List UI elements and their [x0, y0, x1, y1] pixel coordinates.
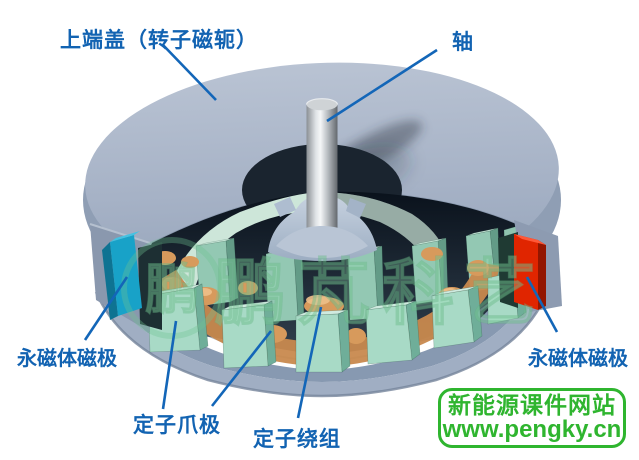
leader-shaft [326, 48, 438, 123]
right-magnet-face [514, 234, 538, 310]
left-magnet-face [110, 235, 142, 316]
svg-text:鹏: 鹏 [214, 254, 286, 334]
site-badge-name: 新能源课件网站 [448, 392, 616, 418]
leader-lines [83, 44, 559, 419]
leader-top-cover [162, 44, 217, 101]
leader-claw-b [210, 330, 273, 407]
label-shaft: 轴 [452, 31, 474, 54]
right-permanent-magnet [514, 234, 546, 310]
label-top-cover: 上端盖（转子磁轭） [60, 29, 258, 52]
base-rim [96, 280, 548, 396]
site-badge-url: www.pengky.cn [442, 415, 622, 443]
watermark: 鹏 鹏 芃 科 艺 [121, 237, 537, 339]
leader-right-magnet [525, 276, 559, 333]
leader-claw-a [161, 320, 178, 410]
left-permanent-magnet [102, 231, 142, 320]
watermark-logo-circle [121, 237, 223, 339]
svg-text:科: 科 [382, 254, 454, 334]
site-badge: 新能源课件网站 www.pengky.cn [438, 388, 626, 448]
leader-winding [296, 306, 323, 419]
label-left-magnet: 永磁体磁极 [17, 348, 117, 370]
watermark-logo-char: 鹏 [145, 260, 199, 320]
svg-text:芃: 芃 [298, 254, 370, 334]
label-stator-claw: 定子爪极 [133, 414, 221, 437]
base-rim-bottom-edge [94, 289, 550, 398]
label-right-magnet: 永磁体磁极 [528, 348, 628, 370]
leader-left-magnet [83, 276, 129, 341]
svg-text:艺: 艺 [464, 254, 536, 334]
watermark-text: 鹏 芃 科 艺 [213, 253, 536, 334]
shaft-cylinder [305, 98, 339, 238]
label-stator-winding: 定子绕组 [253, 428, 341, 451]
base-floor [110, 268, 536, 382]
hub-front-skirt [276, 226, 368, 258]
